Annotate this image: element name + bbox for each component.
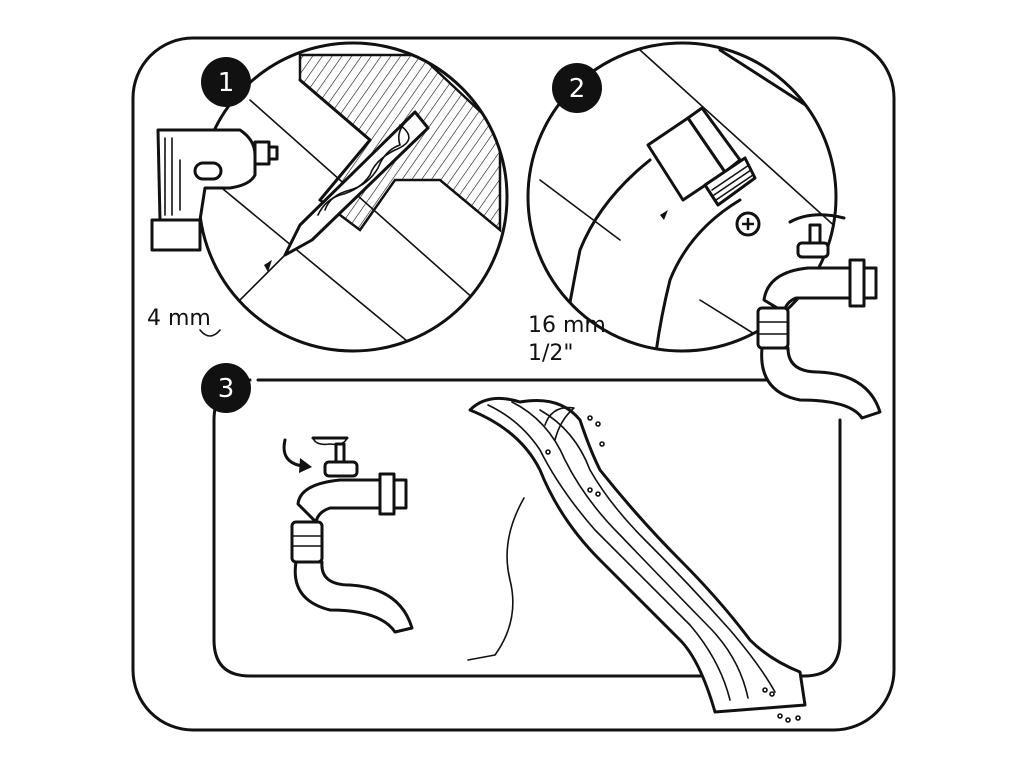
drill-size-label: 4 mm: [147, 306, 211, 331]
slide-icon: [467, 396, 807, 723]
step-number-3: 3: [218, 374, 235, 404]
water-tap-icon-step2: [756, 213, 882, 420]
hose-size-mm-label: 16 mm: [528, 313, 606, 338]
step-number-1: 1: [218, 68, 235, 98]
hose-size-in-label: 1/2": [528, 341, 574, 366]
hose-connector: [646, 106, 757, 207]
drill-icon: [150, 128, 279, 252]
water-tap-icon: [290, 436, 414, 634]
step1-panel: 1: [150, 41, 509, 353]
step-badge-1: 1: [201, 57, 251, 107]
outer-frame: [131, 36, 896, 732]
step-number-2: 2: [569, 74, 586, 104]
rotate-arrow-icon: [282, 438, 312, 473]
step-badge-3: 3: [201, 363, 251, 413]
step-badge-2: 2: [552, 63, 602, 113]
screw-icon: [735, 211, 761, 237]
step3-panel: 3: [201, 363, 842, 723]
